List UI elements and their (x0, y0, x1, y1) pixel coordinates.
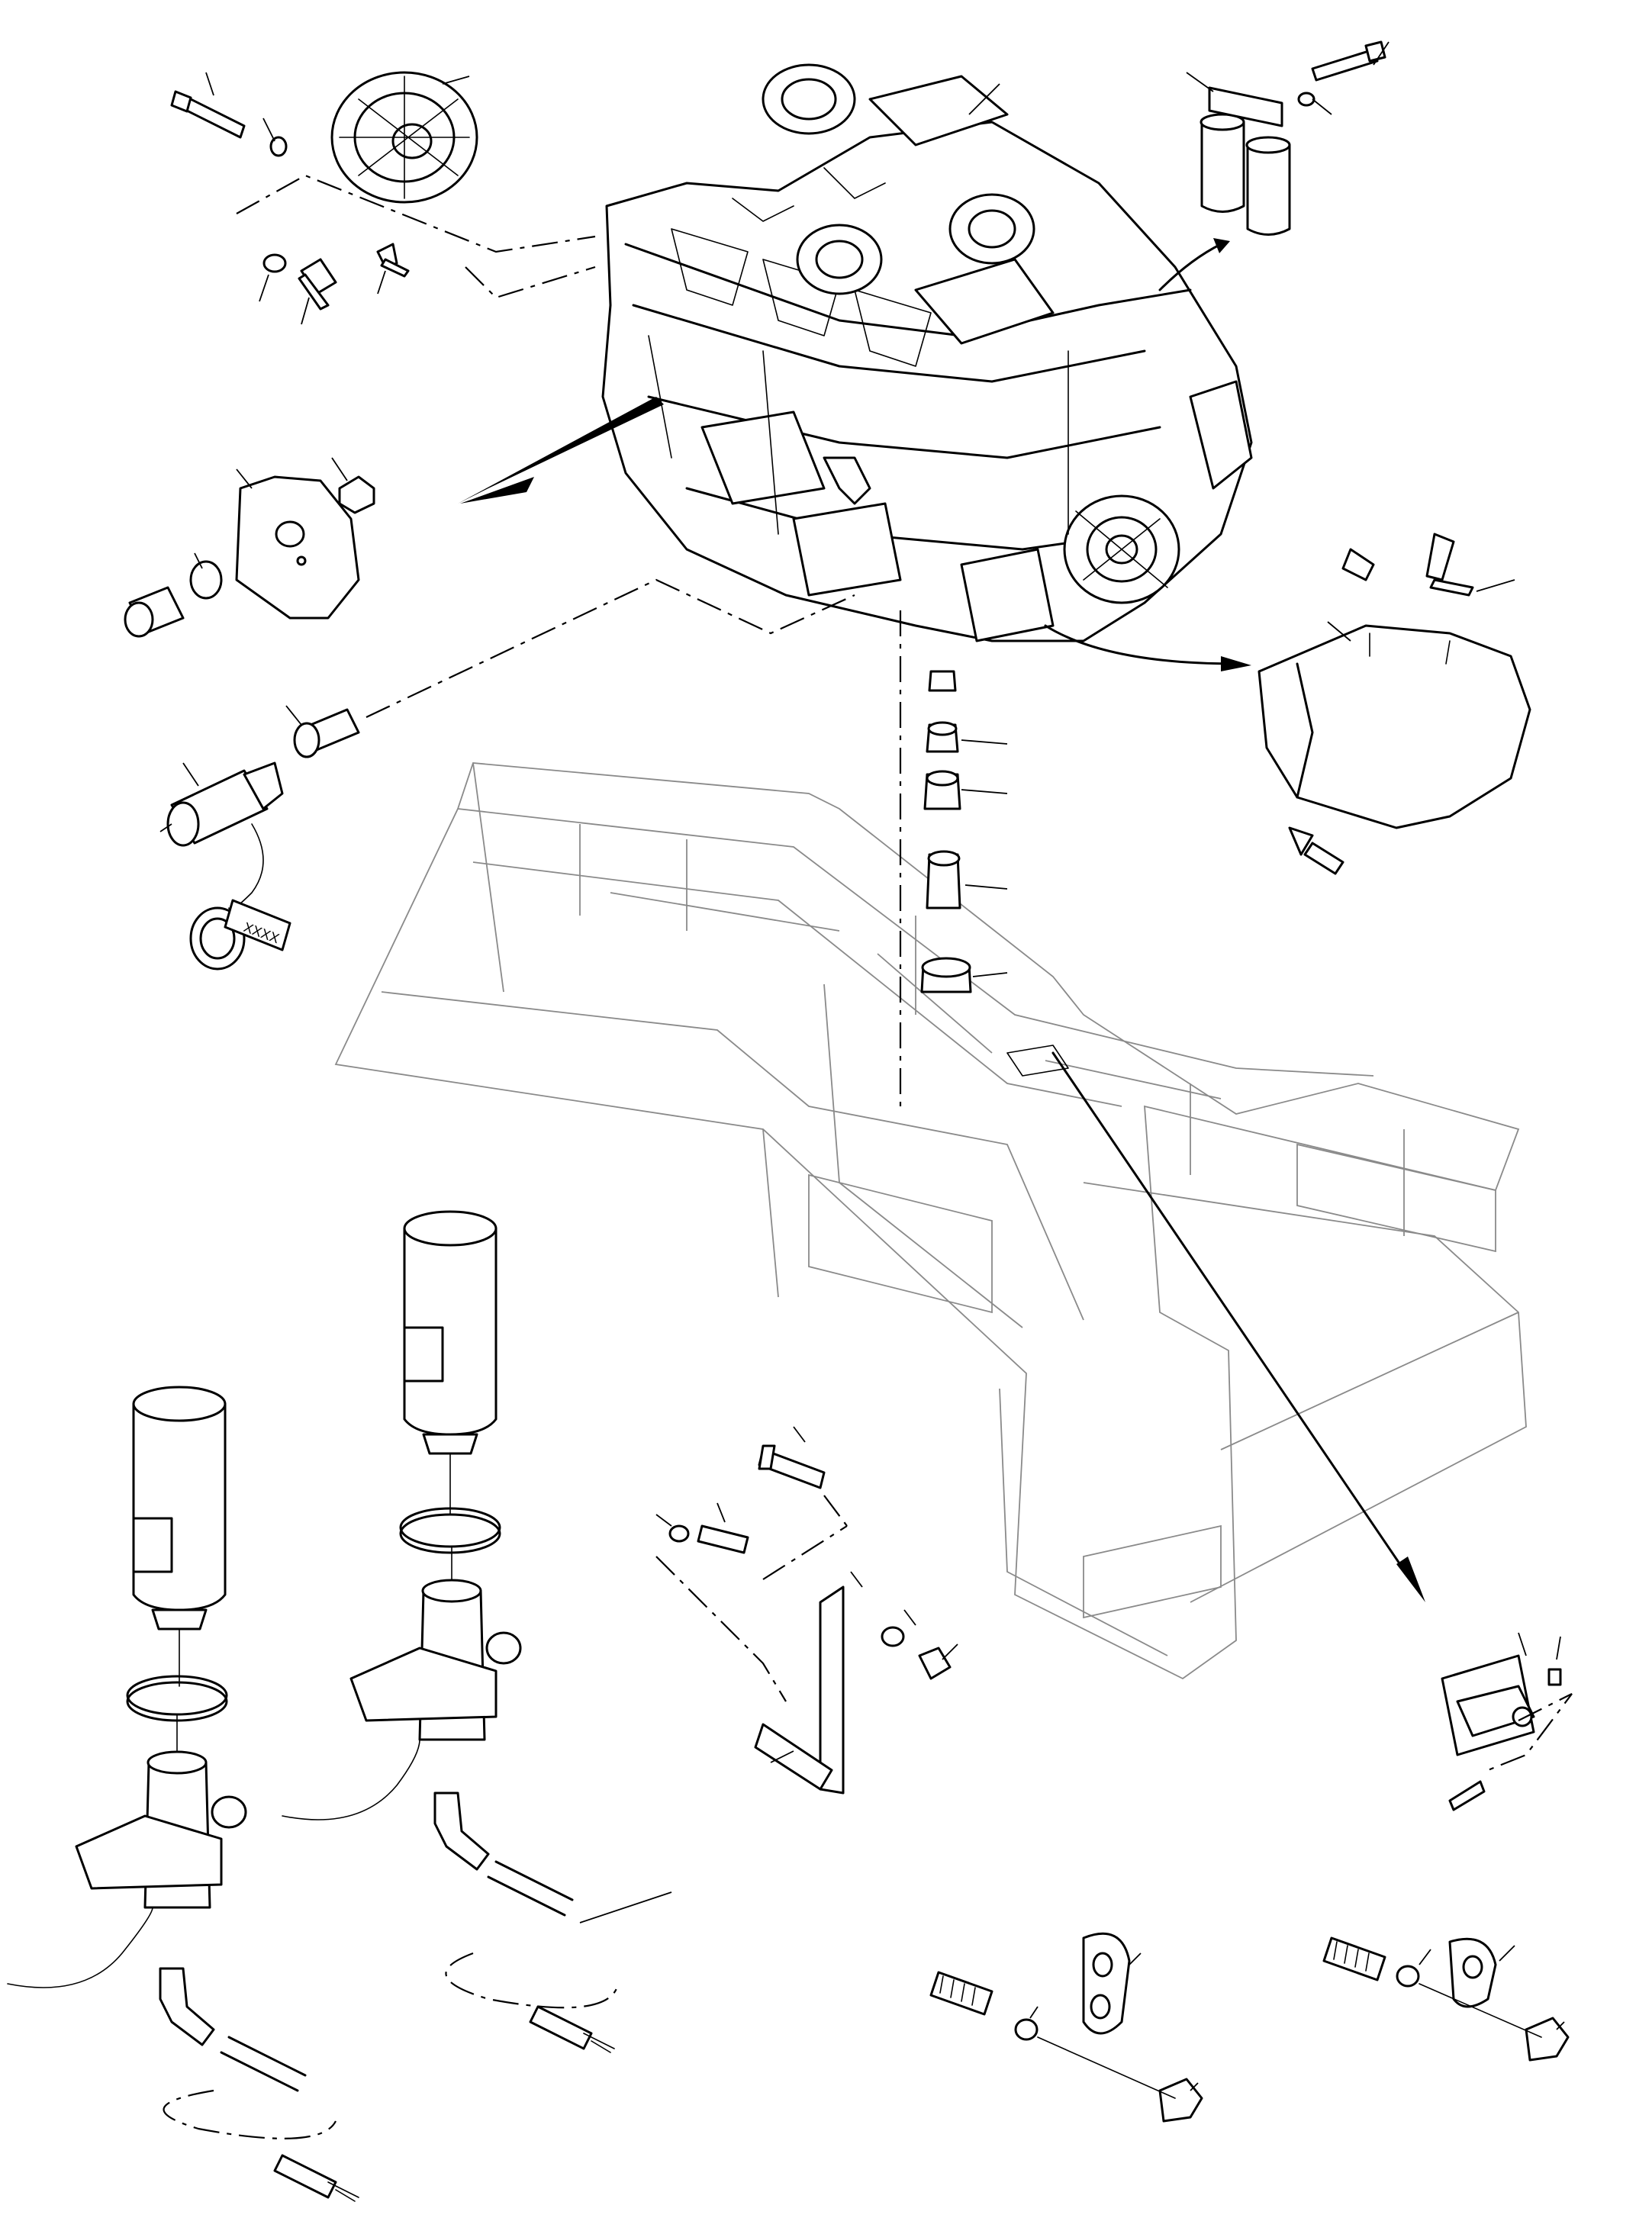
heat-shield (1258, 533, 1531, 875)
water-separator-right (282, 1210, 620, 2053)
relay-arrow (1006, 1045, 1425, 1602)
cover-plate (124, 475, 375, 638)
chassis-frame (334, 762, 1527, 1680)
bracket-assembly (668, 1444, 952, 1795)
washer-and-bolt-left (262, 243, 410, 311)
pointer-arrows (458, 238, 1251, 671)
quick-coupler: XXXX (166, 708, 360, 971)
engine-assembly (601, 63, 1253, 642)
mount-center (929, 1932, 1203, 2123)
fitting-stack (920, 670, 972, 993)
mount-right (1322, 1936, 1570, 2062)
bolt-top-left (170, 90, 288, 157)
leader-lines (159, 41, 1565, 2091)
relay-module (1441, 1654, 1562, 1811)
flywheel-cover (330, 71, 478, 204)
fuel-filter-pair (1200, 40, 1386, 236)
water-separator-left (7, 1386, 359, 2202)
